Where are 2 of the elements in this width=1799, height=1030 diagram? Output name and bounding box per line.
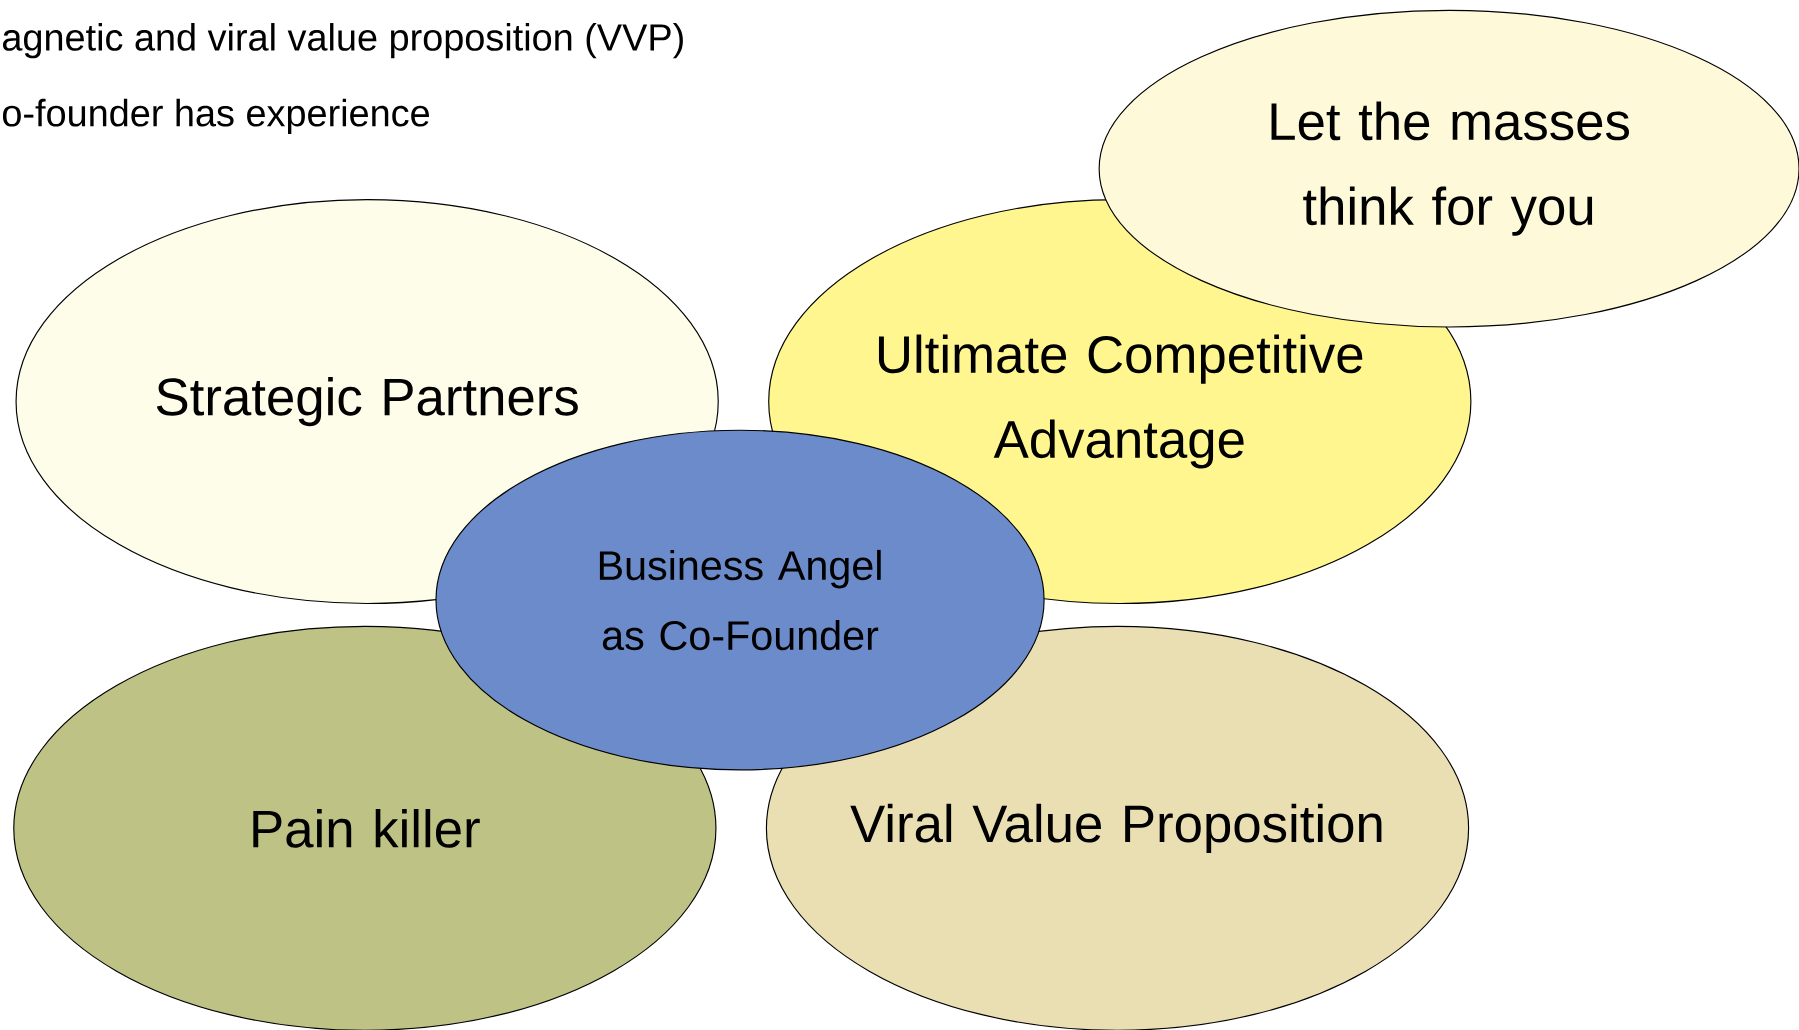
note-text: o-founder has experience — [2, 98, 429, 134]
note-text: agnetic and viral value proposition (VVP) — [3, 22, 683, 59]
